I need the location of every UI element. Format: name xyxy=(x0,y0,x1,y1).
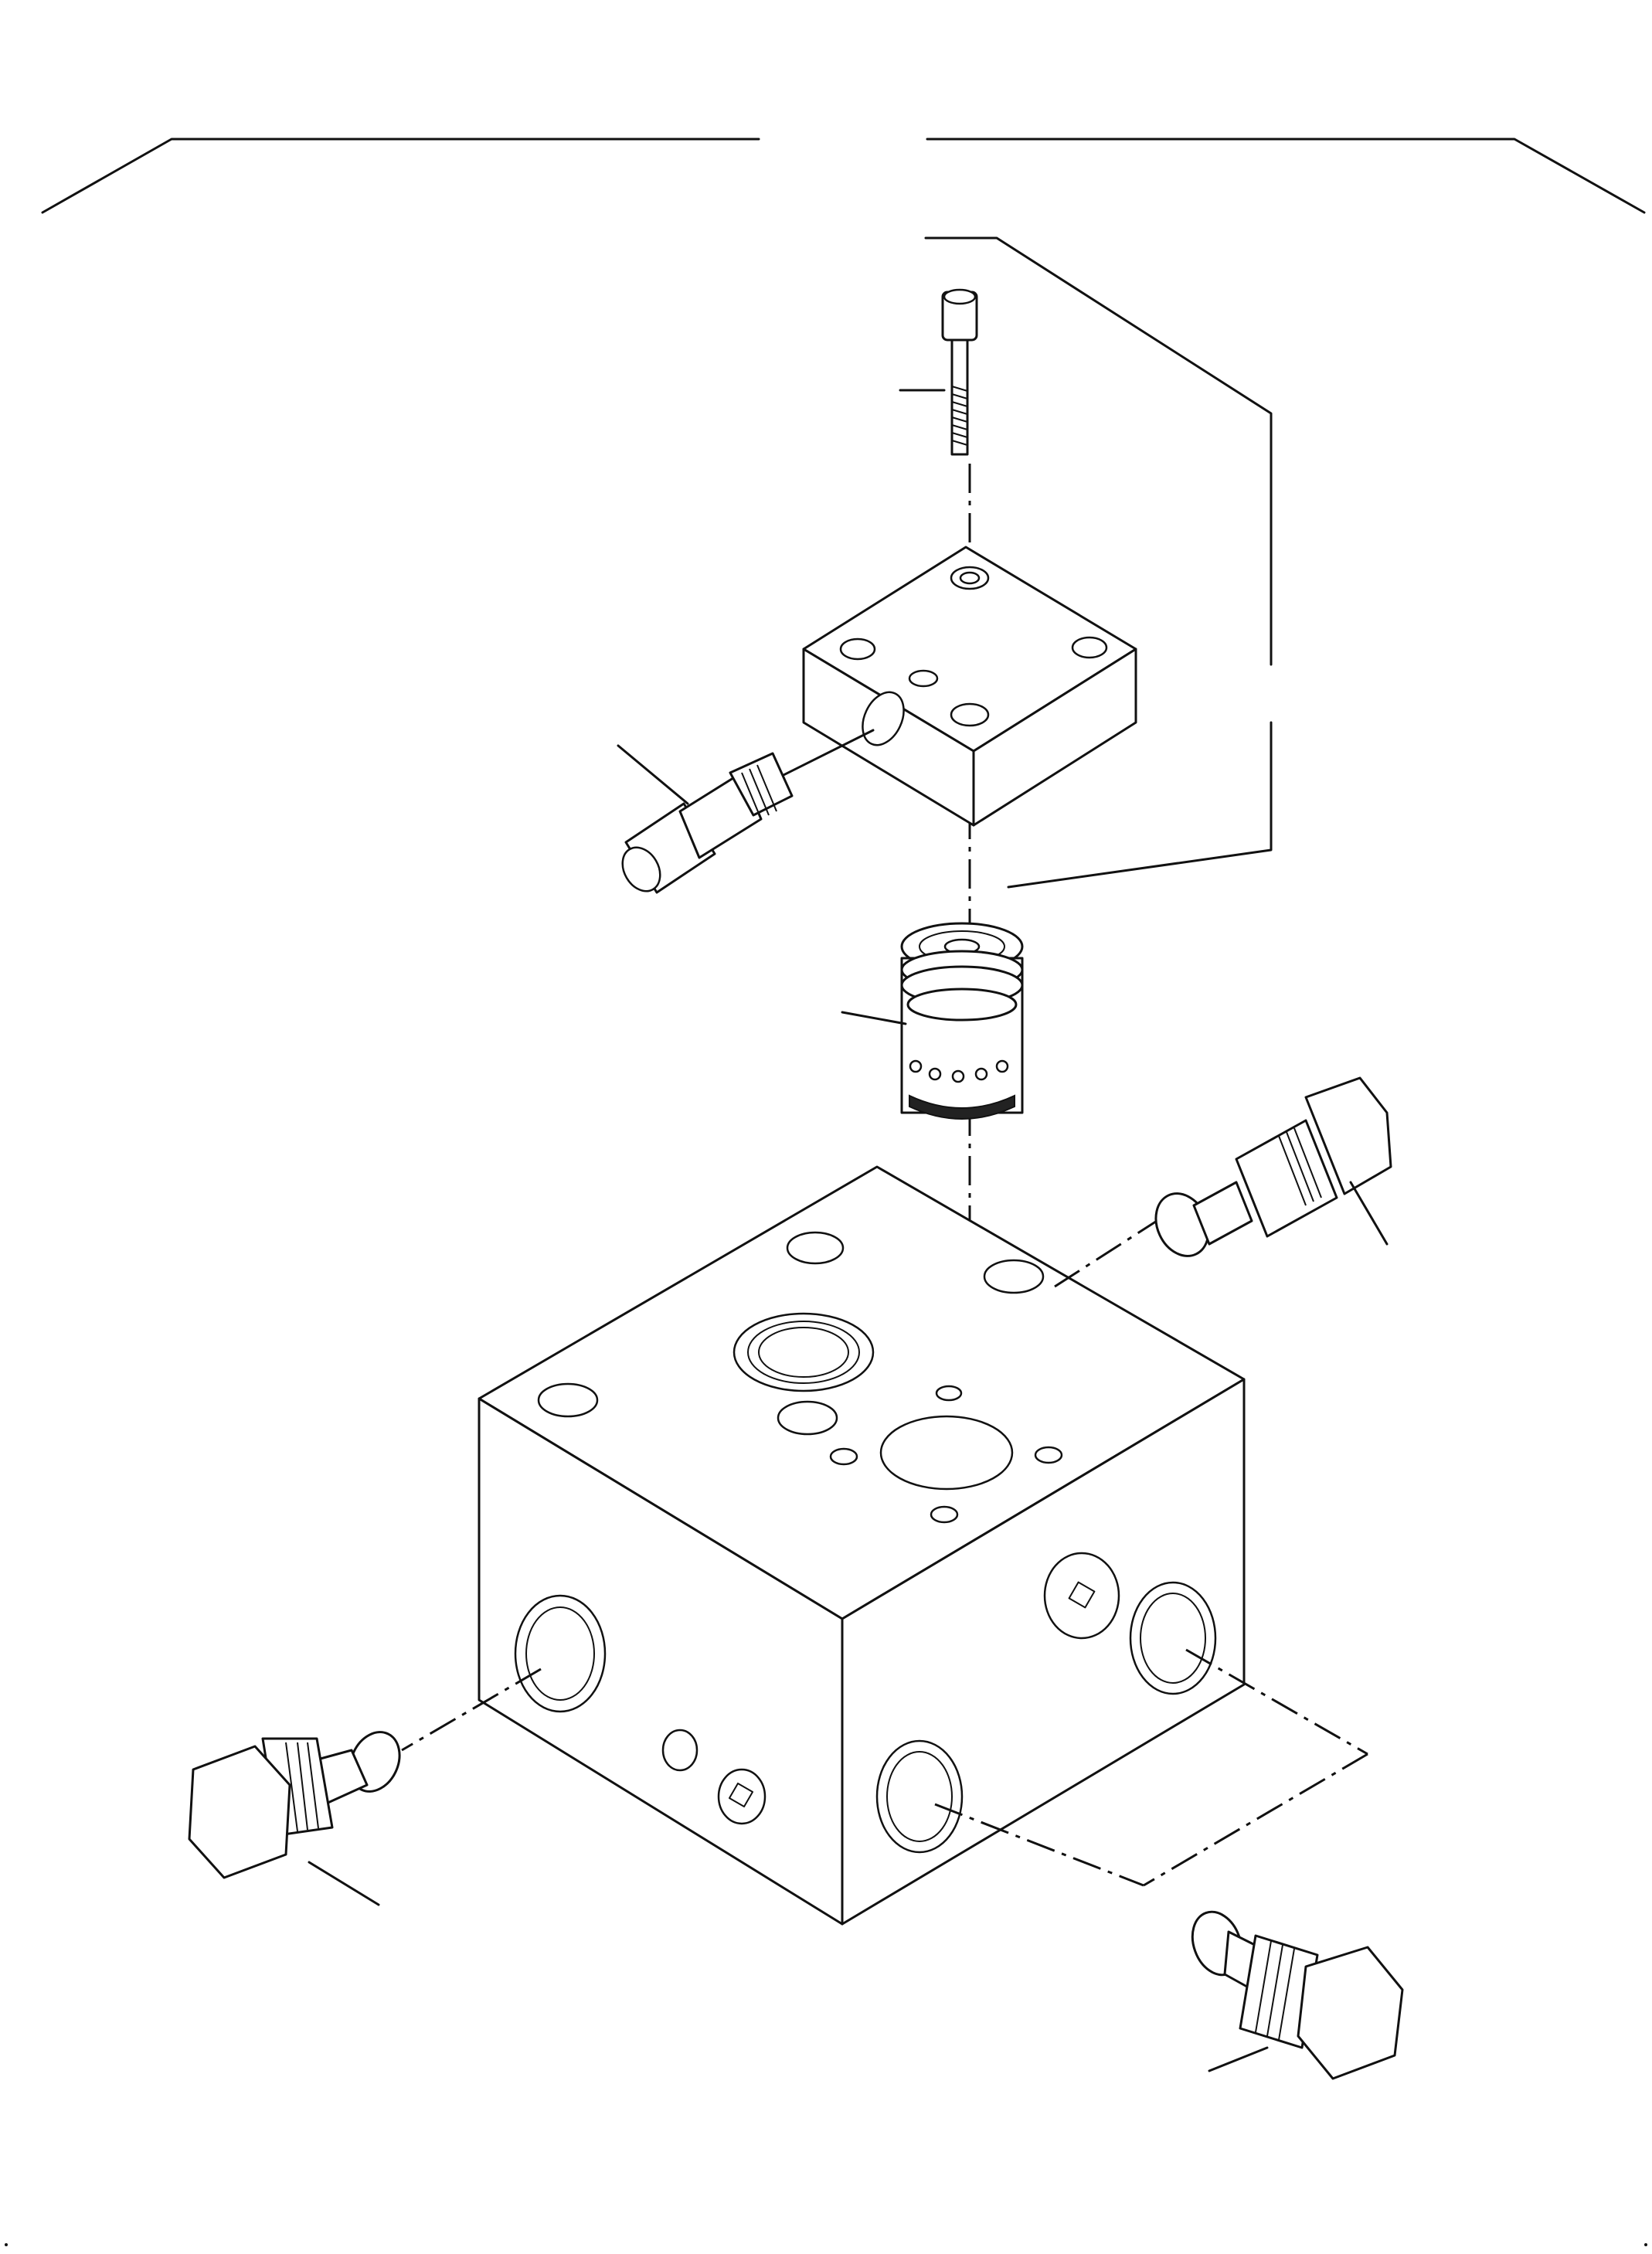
group-bracket xyxy=(924,236,1273,889)
valve-cover-block xyxy=(802,546,1137,827)
cartridge-ports xyxy=(909,1059,1009,1083)
socket-head-cap-screw xyxy=(899,288,978,456)
plug-axes xyxy=(401,1215,1368,1887)
corner-marks xyxy=(5,2243,1647,2246)
manifold-top-ports xyxy=(537,1231,1063,1524)
frame-bracket xyxy=(41,138,1646,214)
plug-bottom-right xyxy=(1191,1910,1404,2080)
adjuster-fitting xyxy=(617,729,875,894)
cartridge-valve xyxy=(841,922,1024,1120)
plug-left xyxy=(188,1731,401,1906)
plug-top-right xyxy=(1154,1076,1392,1257)
manifold-block xyxy=(478,1165,1246,1926)
manifold-side-ports xyxy=(514,1552,1217,1854)
